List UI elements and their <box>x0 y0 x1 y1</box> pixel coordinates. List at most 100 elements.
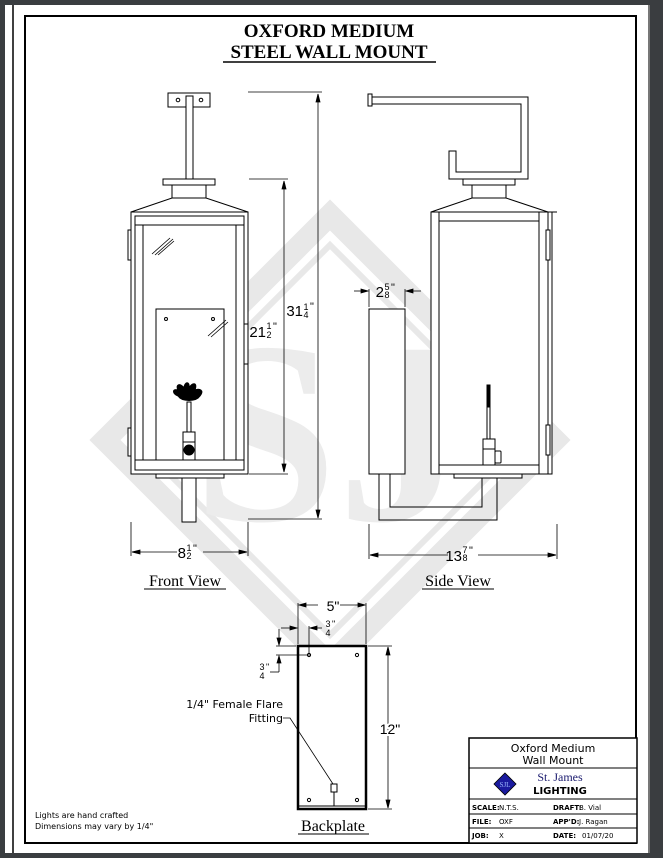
svg-text:": " <box>266 662 269 672</box>
svg-text:1: 1 <box>303 302 308 312</box>
front-view <box>127 92 249 523</box>
svg-text:21: 21 <box>249 324 266 341</box>
tb-field-job-value: X <box>499 832 504 840</box>
company-logo-icon <box>493 772 517 796</box>
backplate-flare-fitting <box>330 783 338 793</box>
front-gas-pipe <box>181 477 197 523</box>
svg-text:": " <box>273 321 277 333</box>
tb-field-appd-label: APP'D: <box>553 818 580 826</box>
svg-text:2: 2 <box>186 551 191 561</box>
tb-field-scale-label: SCALE: <box>472 804 500 812</box>
callout-leader <box>283 717 334 785</box>
svg-text:7: 7 <box>462 545 467 555</box>
backplate-dimensions <box>270 602 392 810</box>
tb-company-line2: LIGHTING <box>533 786 587 797</box>
front-hinge-left-top <box>127 229 132 261</box>
side-burner-stem <box>486 406 491 440</box>
svg-text:31: 31 <box>286 303 303 320</box>
svg-text:": " <box>332 619 335 629</box>
side-valve-nut <box>482 438 496 450</box>
svg-text:8: 8 <box>384 290 389 300</box>
note-line2: Dimensions may vary by 1/4" <box>35 822 153 831</box>
svg-text:5: 5 <box>384 282 389 292</box>
side-hinge-bottom <box>545 424 551 456</box>
svg-text:4: 4 <box>259 671 264 681</box>
front-valve-knob <box>183 444 195 456</box>
front-burner-stem <box>186 401 192 433</box>
svg-text:8: 8 <box>462 553 467 563</box>
title-line1: OXFORD MEDIUM <box>244 21 415 42</box>
side-view <box>367 93 557 521</box>
dim-total-depth-label: 13 7 8 " <box>445 545 473 565</box>
tb-field-scale-value: N.T.S. <box>499 804 519 812</box>
front-cap <box>162 178 216 186</box>
callout-fitting-line2: Fitting <box>249 712 283 725</box>
backplate-hole-top-right <box>354 652 360 658</box>
tb-field-file-label: FILE: <box>472 818 492 826</box>
svg-text:4: 4 <box>325 628 330 638</box>
front-backplate-screw-right <box>211 317 215 321</box>
title-line2: STEEL WALL MOUNT <box>230 42 427 63</box>
front-mount-screw-left <box>175 97 181 103</box>
side-door-edge <box>547 211 553 475</box>
tb-field-draft-label: DRAFT: <box>553 804 582 812</box>
svg-text:4: 4 <box>303 310 308 320</box>
svg-text:8: 8 <box>178 545 186 562</box>
note-line1: Lights are hand crafted <box>35 811 128 820</box>
tb-field-date-value: 01/07/20 <box>582 832 613 840</box>
callout-fitting-line1: 1/4" Female Flare <box>186 698 283 711</box>
front-roof <box>130 197 249 213</box>
dim-12-label-bg: 12" <box>380 721 401 737</box>
front-collar <box>171 184 207 199</box>
front-flame-icon <box>173 382 203 401</box>
side-collar <box>471 184 507 199</box>
svg-text:3: 3 <box>259 662 264 672</box>
dim-front-width-label: 8 1 2 " <box>178 543 197 562</box>
front-stem <box>185 95 194 180</box>
side-valve-knob <box>494 450 502 464</box>
tb-field-file-value: OXF <box>499 818 513 826</box>
tb-company-line1: St. James <box>537 770 583 784</box>
side-backplate <box>368 308 406 475</box>
front-view-label: Front View <box>149 573 222 590</box>
backplate-label: Backplate <box>301 818 365 835</box>
side-roof <box>430 197 549 213</box>
svg-text:1: 1 <box>186 543 191 553</box>
svg-text:": " <box>310 301 314 313</box>
dim-backplate-width-label: 5" <box>327 598 340 614</box>
svg-text:": " <box>391 282 395 294</box>
side-dimensions <box>354 288 558 559</box>
svg-text:1: 1 <box>266 321 271 331</box>
svg-text:2: 2 <box>376 284 384 301</box>
backplate-hole-bottom-left <box>306 797 312 803</box>
svg-text:3: 3 <box>325 619 330 629</box>
side-arm-mount <box>367 93 373 107</box>
tb-field-job-label: JOB: <box>471 832 489 840</box>
dim-hole-offset-x-label: 3 4 " <box>325 619 335 638</box>
front-bottom-plate <box>155 473 225 479</box>
side-valve-body <box>482 448 496 466</box>
svg-text:2: 2 <box>266 330 271 340</box>
company-logo-text: SJL <box>500 781 511 789</box>
tb-product-line2: Wall Mount <box>523 754 585 767</box>
backplate-view <box>283 644 368 811</box>
side-bottom-plate <box>453 473 523 479</box>
front-latch <box>243 323 249 365</box>
dim-body-height-label: 21 1 2 " <box>249 321 277 341</box>
side-hinge-top <box>545 229 551 261</box>
dim-backplate-depth-label: 2 5 8 " <box>376 282 395 301</box>
front-mount-screw-right <box>198 97 204 103</box>
front-hinge-left-bottom <box>127 427 132 457</box>
tb-field-appd-value: J. Ragan <box>578 818 608 826</box>
title-block-fields: SCALE: N.T.S. DRAFT: B. Vial FILE: OXF A… <box>471 804 613 840</box>
side-flame <box>486 384 491 408</box>
front-dimensions <box>130 91 322 556</box>
side-gas-pipe <box>378 474 498 521</box>
dim-hole-offset-y-label: 3 4 " <box>259 662 269 681</box>
svg-text:": " <box>193 543 197 555</box>
title-block <box>468 737 638 844</box>
side-arm <box>371 96 529 180</box>
front-glass-glare <box>151 237 229 338</box>
drawing-border <box>24 15 637 844</box>
